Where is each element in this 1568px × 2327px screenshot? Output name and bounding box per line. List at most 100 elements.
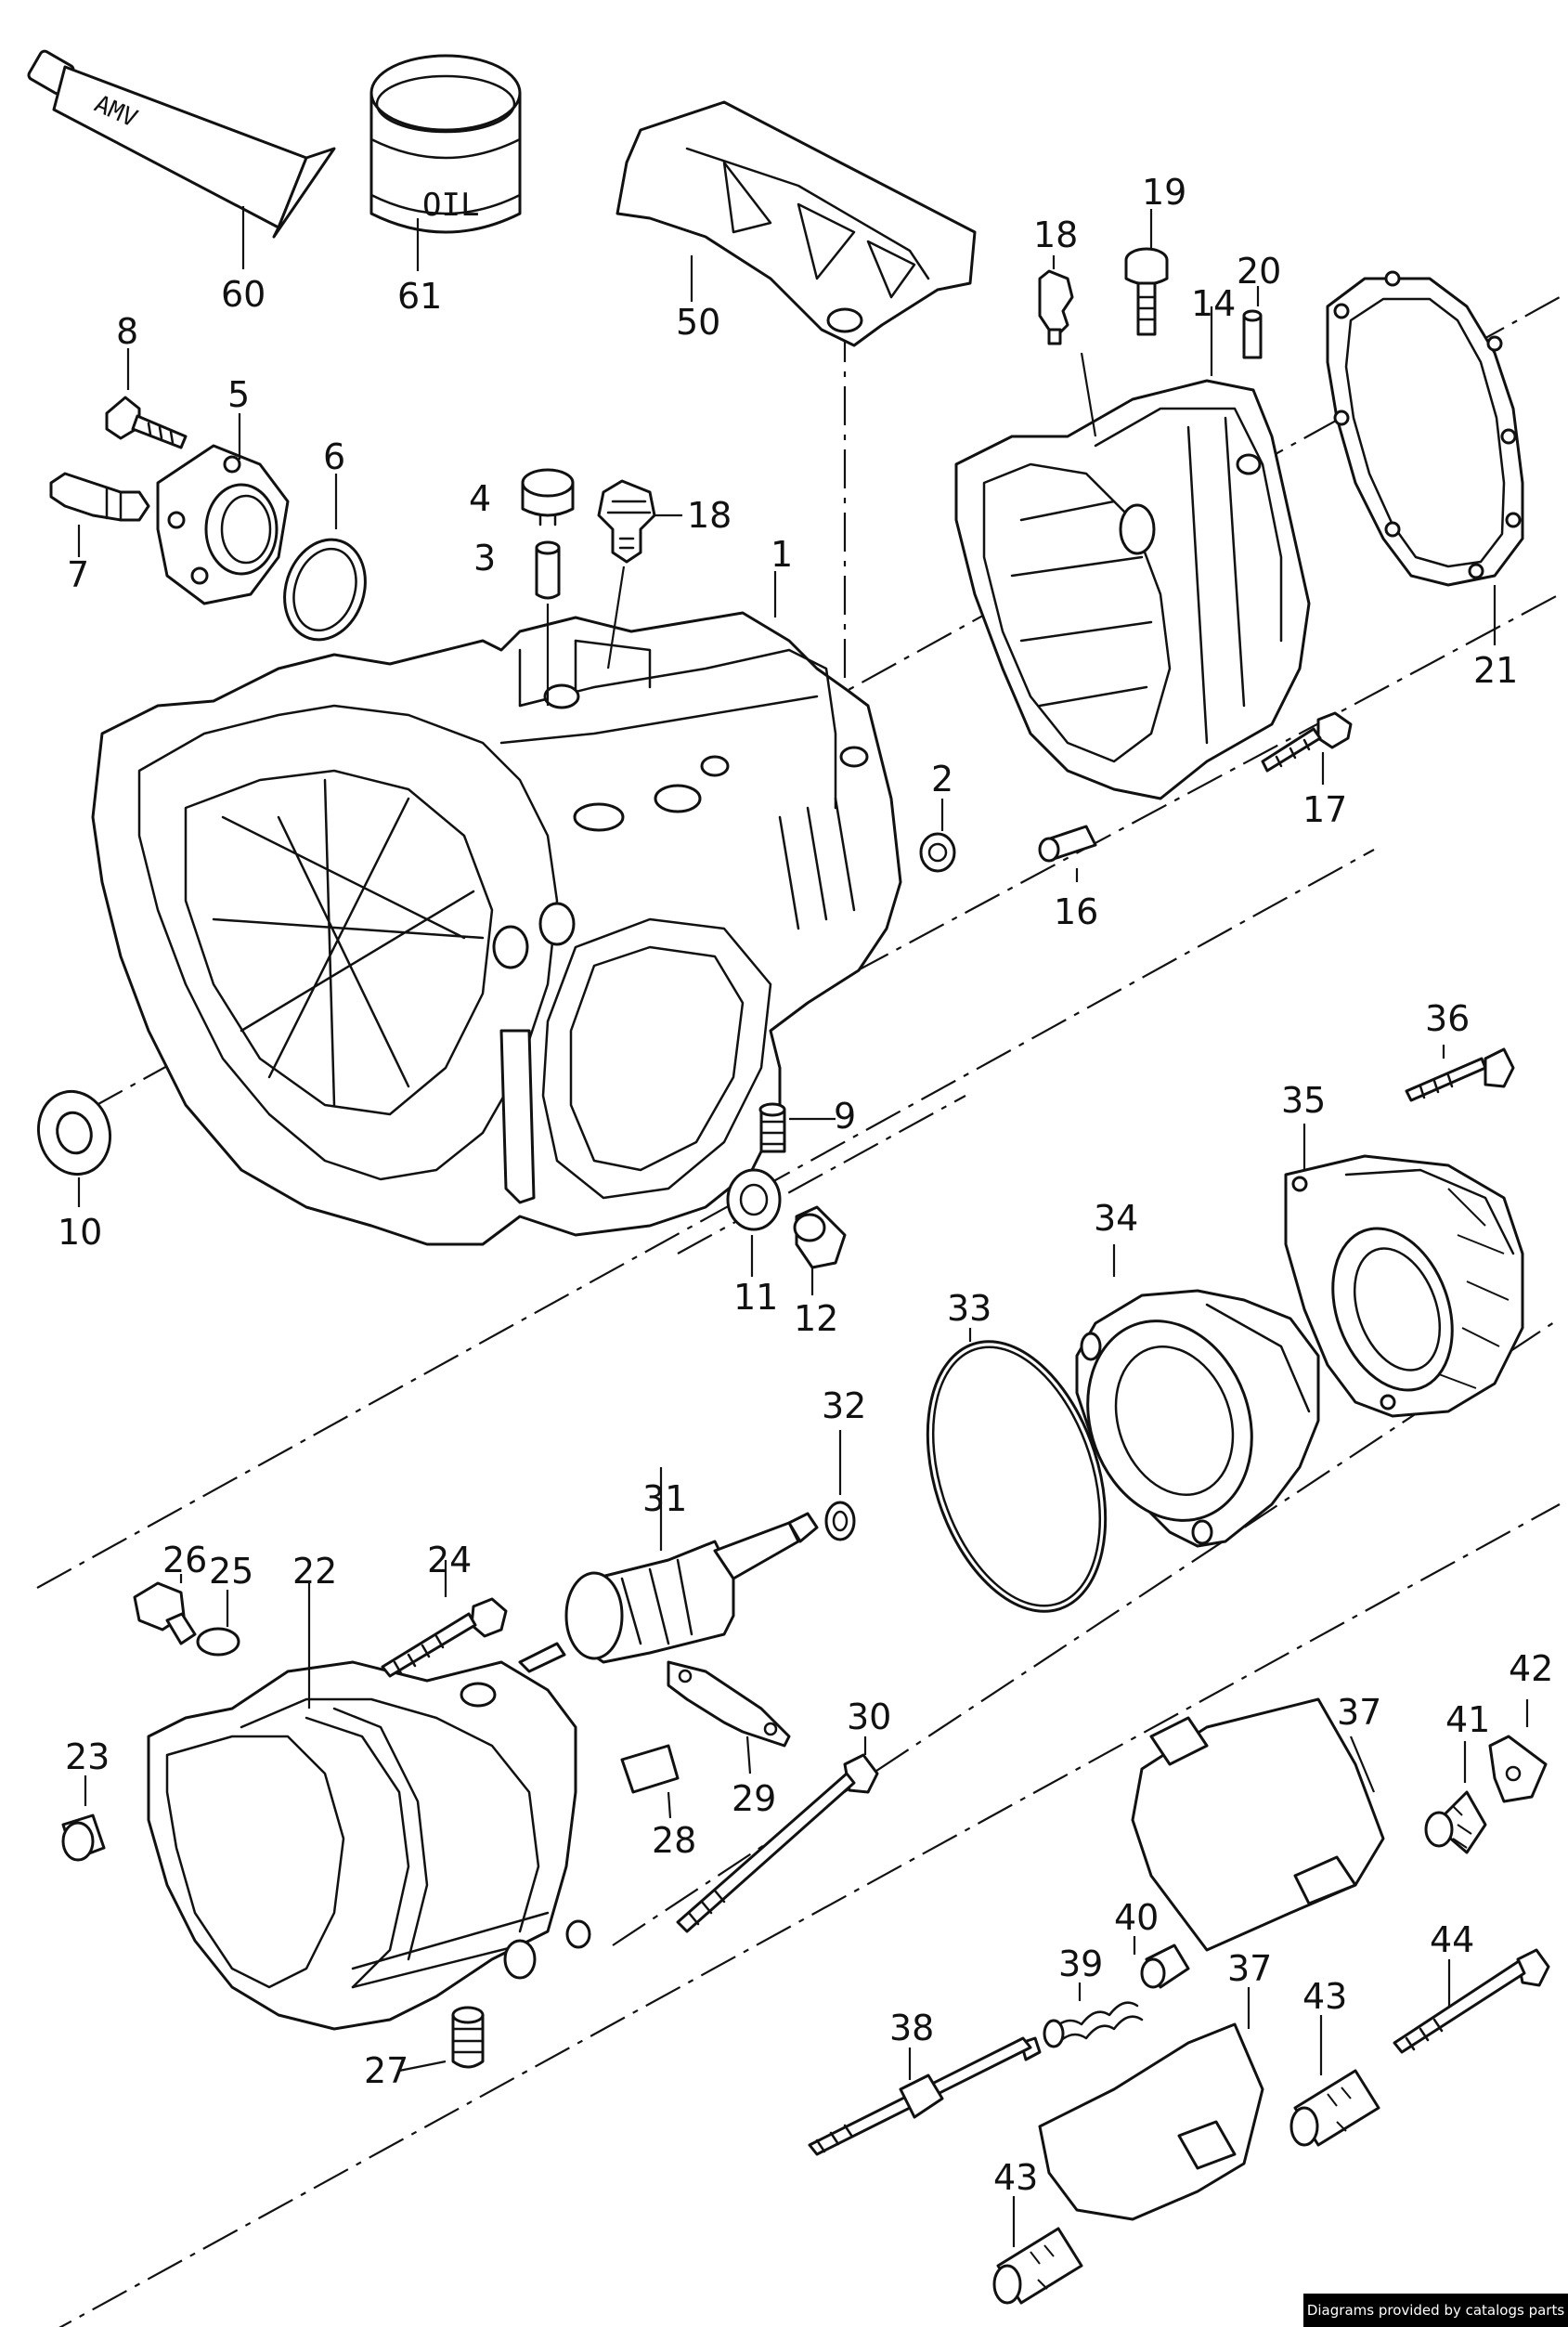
label-36: 36 xyxy=(1425,998,1470,1039)
label-31: 31 xyxy=(642,1478,687,1519)
pin-part xyxy=(535,540,561,706)
end-housing-22-part xyxy=(147,1583,591,2031)
bracket-part xyxy=(616,100,977,347)
label-4: 4 xyxy=(469,478,491,519)
sleeve-12-part xyxy=(793,1205,847,1295)
label-27: 27 xyxy=(364,2050,408,2091)
washer-32-part xyxy=(824,1430,856,1541)
label-38: 38 xyxy=(889,2008,934,2048)
label-9: 9 xyxy=(834,1096,856,1137)
label-39: 39 xyxy=(1058,1944,1103,1984)
bolt-8-part xyxy=(105,348,188,449)
gasket-part xyxy=(1326,270,1524,645)
label-37-lower: 37 xyxy=(1227,1948,1272,1989)
label-35: 35 xyxy=(1281,1080,1326,1121)
label-1: 1 xyxy=(771,534,793,575)
nut-part xyxy=(919,799,956,873)
label-14: 14 xyxy=(1191,283,1236,324)
label-10: 10 xyxy=(58,1212,102,1253)
label-20: 20 xyxy=(1237,251,1281,292)
can-label: OIL xyxy=(422,187,479,224)
mount-43-upper-part xyxy=(1289,2015,1380,2147)
plug-23-part xyxy=(61,1775,106,1862)
label-25: 25 xyxy=(209,1551,253,1592)
label-50: 50 xyxy=(676,302,720,343)
label-17: 17 xyxy=(1302,789,1347,830)
label-12: 12 xyxy=(794,1298,838,1339)
label-42: 42 xyxy=(1509,1648,1553,1689)
label-18-top: 18 xyxy=(1033,214,1078,255)
rear-cover-part xyxy=(954,306,1311,800)
mount-43-lower-part xyxy=(992,2196,1083,2305)
stud-30-part xyxy=(676,1736,879,1933)
switch-part xyxy=(597,479,682,670)
label-41: 41 xyxy=(1445,1699,1490,1740)
transmission-housing-part xyxy=(91,571,902,1246)
label-23: 23 xyxy=(65,1736,110,1777)
bolt-44-part xyxy=(1393,1948,1550,2054)
label-5: 5 xyxy=(227,374,250,415)
label-28: 28 xyxy=(652,1820,696,1861)
label-16: 16 xyxy=(1054,891,1098,932)
label-43-upper: 43 xyxy=(1302,1976,1347,2017)
part-labels: 1 2 3 4 5 6 7 8 9 10 11 12 14 16 17 18 1… xyxy=(58,172,1553,2198)
label-2: 2 xyxy=(931,759,953,800)
bolt-38-part xyxy=(808,2036,1042,2156)
drain-plug-part xyxy=(758,1102,836,1153)
seal-11-part xyxy=(726,1168,782,1277)
label-44: 44 xyxy=(1430,1919,1474,1960)
label-37-upper: 37 xyxy=(1337,1692,1381,1733)
plug-27-part xyxy=(398,2006,485,2073)
grease-tube-part: AMV xyxy=(27,49,336,269)
bolt-17-part xyxy=(1261,711,1353,785)
clip-42-part xyxy=(1488,1699,1548,1803)
label-8: 8 xyxy=(116,311,138,352)
label-61: 61 xyxy=(397,276,442,317)
label-7: 7 xyxy=(67,554,89,595)
pin-20-part xyxy=(1242,286,1263,359)
switch-18-top-part xyxy=(1038,255,1097,437)
bush-40-part xyxy=(1133,1936,1190,1989)
oil-seal-part xyxy=(36,1089,112,1207)
adapter-35-part xyxy=(1284,1124,1524,1418)
plug-19-part xyxy=(1124,209,1169,336)
actuator-31-part xyxy=(518,1467,819,1673)
pad-28-part xyxy=(620,1744,680,1819)
bracket-29-part xyxy=(667,1660,791,1774)
label-22: 22 xyxy=(292,1551,337,1592)
ring-25-part xyxy=(196,1590,240,1657)
label-43-lower: 43 xyxy=(993,2157,1038,2198)
label-6: 6 xyxy=(323,436,345,477)
bolt-36-part xyxy=(1405,1045,1515,1102)
label-19: 19 xyxy=(1142,172,1186,213)
label-3: 3 xyxy=(473,538,496,578)
o-ring-part xyxy=(926,1328,1108,1613)
label-26: 26 xyxy=(162,1540,207,1580)
label-21: 21 xyxy=(1473,650,1518,691)
seal-ring-part xyxy=(283,474,367,642)
label-33: 33 xyxy=(947,1288,991,1329)
cap-part xyxy=(521,468,575,526)
label-18-mid: 18 xyxy=(687,495,732,536)
label-34: 34 xyxy=(1094,1198,1138,1239)
label-30: 30 xyxy=(847,1696,891,1737)
mount-41-part xyxy=(1424,1741,1487,1854)
dowel-pin-16-part xyxy=(1038,825,1097,882)
label-32: 32 xyxy=(822,1385,866,1426)
oil-can-part: OIL xyxy=(369,54,522,271)
spring-39-part xyxy=(1043,1982,1144,2048)
bolt-24-part xyxy=(381,1560,508,1678)
plug-26-part xyxy=(133,1574,197,1645)
label-29: 29 xyxy=(732,1778,776,1819)
flange-part xyxy=(156,413,290,605)
label-60: 60 xyxy=(221,274,266,315)
sensor-part xyxy=(49,472,150,557)
shield-37-upper-part xyxy=(1131,1697,1385,1952)
bell-housing-34-part xyxy=(1075,1244,1320,1548)
label-11: 11 xyxy=(733,1277,778,1318)
credit-banner: Diagrams provided by catalogs parts xyxy=(1303,2294,1568,2327)
label-40: 40 xyxy=(1114,1897,1159,1938)
shield-37-lower-part xyxy=(1038,1987,1264,2221)
label-24: 24 xyxy=(427,1540,472,1580)
